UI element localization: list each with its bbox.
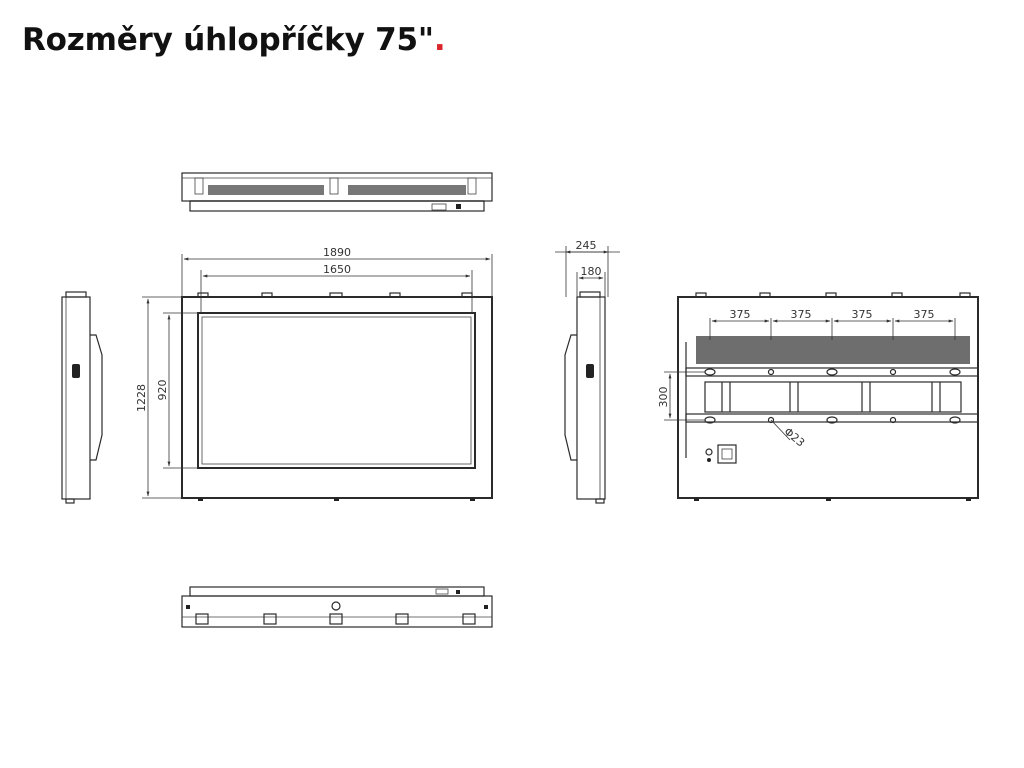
dim-screen-width: 1650 — [323, 263, 351, 276]
rear-view: 375 375 375 375 300 — [657, 292, 979, 501]
dim-overall-height: 1228 — [135, 384, 148, 412]
page-title: Rozměry úhlopříčky 75". — [22, 22, 446, 58]
top-view — [181, 172, 493, 212]
dim-mount-spacing-4: 375 — [914, 308, 935, 321]
dim-mount-spacing-1: 375 — [730, 308, 751, 321]
right-side-view: 245 180 — [555, 239, 620, 504]
dim-mount-spacing-3: 375 — [852, 308, 873, 321]
dim-mount-spacing-2: 375 — [791, 308, 812, 321]
title-text: Rozměry úhlopříčky 75" — [22, 22, 434, 58]
left-side-view — [61, 291, 103, 504]
title-dot: . — [433, 22, 446, 58]
dim-overall-width: 1890 — [323, 246, 351, 259]
dim-mount-vertical: 300 — [657, 387, 670, 408]
front-view: 1890 1650 1228 920 — [135, 246, 493, 501]
dim-depth-total: 245 — [576, 239, 597, 252]
bottom-view — [181, 586, 493, 628]
dim-depth-body: 180 — [581, 265, 602, 278]
dim-fan-note: Φ23 — [781, 425, 807, 450]
dim-screen-height: 920 — [156, 380, 169, 401]
